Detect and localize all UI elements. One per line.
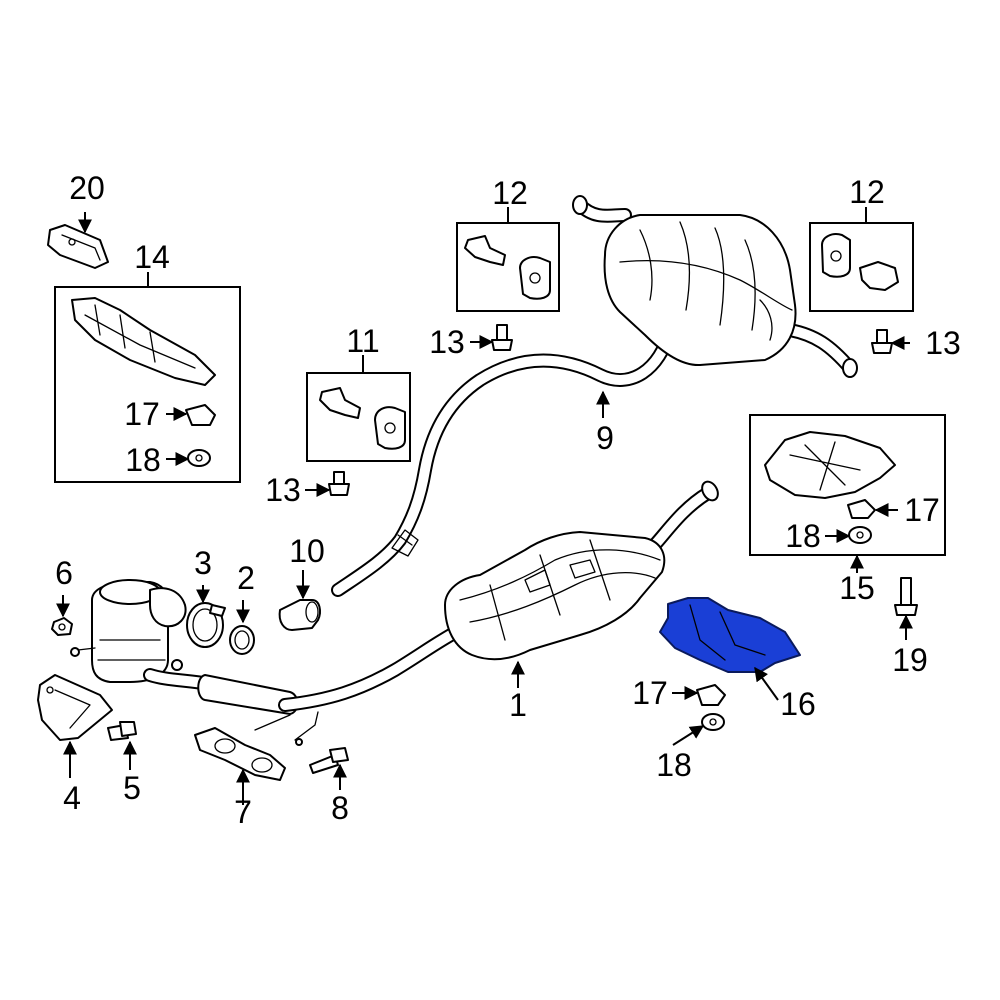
hanger-kit-12-left [456, 222, 560, 312]
heat-shield-14-part [71, 297, 216, 386]
catalytic-converter[interactable] [70, 579, 299, 715]
clamp-3[interactable] [186, 602, 226, 648]
bracket-4[interactable] [37, 674, 113, 741]
heat-shield-15-part [764, 431, 896, 499]
callout-18-a[interactable]: 18 [125, 442, 161, 478]
bracket-20[interactable] [47, 224, 109, 269]
front-pipe[interactable] [254, 623, 467, 746]
callout-18-c[interactable]: 18 [785, 518, 821, 554]
bolt-8[interactable] [309, 747, 349, 774]
heat-shield-kit-14 [54, 286, 241, 483]
gasket-7[interactable] [194, 727, 286, 781]
hanger-kit-12-right [809, 222, 914, 312]
callout-16[interactable]: 16 [780, 686, 816, 722]
callout-9[interactable]: 9 [596, 420, 614, 456]
callout-7[interactable]: 7 [234, 794, 252, 830]
washer-18-a [187, 449, 211, 467]
heat-shield-kit-15 [749, 414, 946, 556]
callout-19[interactable]: 19 [892, 642, 928, 678]
callout-20[interactable]: 20 [69, 170, 105, 206]
leader-lines [56, 207, 913, 805]
rear-muffler[interactable] [572, 195, 858, 378]
callout-13-b[interactable]: 13 [925, 325, 961, 361]
callout-11[interactable]: 11 [346, 323, 379, 359]
callout-2[interactable]: 2 [237, 560, 255, 596]
callout-4[interactable]: 4 [63, 780, 81, 816]
callout-1[interactable]: 1 [509, 687, 527, 723]
callout-6[interactable]: 6 [55, 555, 73, 591]
intermediate-pipe[interactable] [331, 323, 677, 597]
clamp-10[interactable] [278, 599, 321, 631]
bolt-13-a[interactable] [491, 324, 513, 351]
bolt-19[interactable] [894, 577, 918, 616]
callout-8[interactable]: 8 [331, 790, 349, 826]
callout-14[interactable]: 14 [134, 239, 170, 275]
center-muffler[interactable] [444, 479, 721, 661]
hanger-kit-11 [306, 372, 411, 462]
bolt-13-c[interactable] [328, 471, 350, 496]
bolt-13-b[interactable] [871, 329, 893, 354]
heat-shield-highlighted[interactable] [659, 597, 801, 673]
callout-10[interactable]: 10 [289, 533, 325, 569]
callout-12-right[interactable]: 12 [849, 174, 885, 210]
callout-12-left[interactable]: 12 [492, 175, 528, 211]
callout-18-b[interactable]: 18 [656, 747, 692, 783]
nut-17-a [185, 404, 216, 426]
callout-13-c[interactable]: 13 [265, 472, 301, 508]
washer-18-c [848, 526, 872, 544]
callout-15[interactable]: 15 [839, 570, 875, 606]
callout-17-c[interactable]: 17 [904, 492, 940, 528]
nut-6[interactable] [51, 617, 73, 636]
bolt-5[interactable] [107, 721, 137, 741]
nut-17-b[interactable] [696, 684, 726, 706]
callout-17-a[interactable]: 17 [124, 396, 160, 432]
callout-17-b[interactable]: 17 [632, 675, 668, 711]
gasket-2[interactable] [229, 625, 255, 655]
washer-18-b[interactable] [701, 713, 725, 731]
callout-3[interactable]: 3 [194, 545, 212, 581]
nut-17-c [847, 499, 876, 519]
callout-5[interactable]: 5 [123, 770, 141, 806]
callout-13-a[interactable]: 13 [429, 324, 465, 360]
callout-numbers: 1 2 3 4 5 6 7 8 9 10 11 12 12 13 13 13 1… [55, 170, 961, 830]
